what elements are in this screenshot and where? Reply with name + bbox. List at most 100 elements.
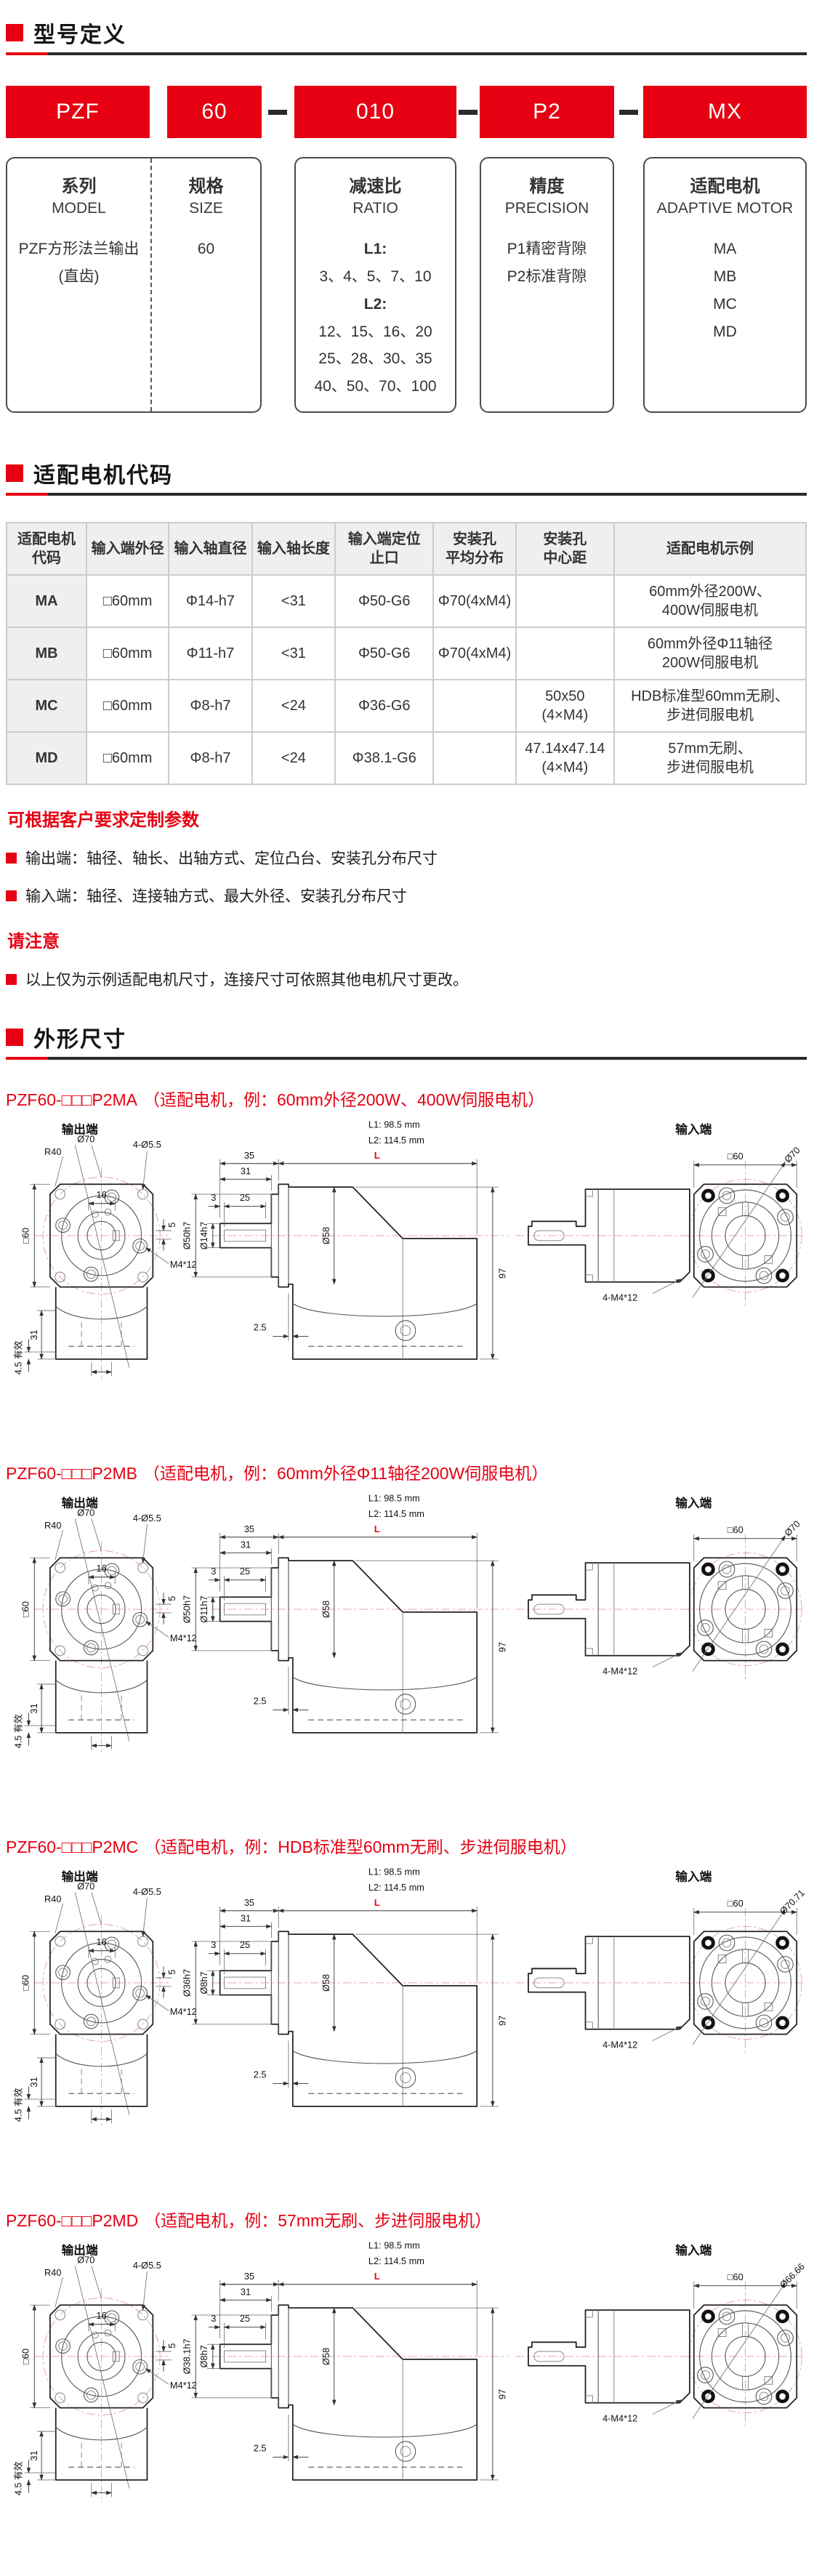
size-header: 规格 SIZE: [152, 172, 260, 218]
series-content: PZF方形法兰输出(直齿): [7, 236, 150, 291]
dim-16: 16: [97, 2310, 107, 2321]
dim-97: 97: [497, 2389, 508, 2399]
length-l2-label: L2: 114.5 mm: [368, 1508, 424, 1519]
length-l1-label: L1: 98.5 mm: [368, 1119, 420, 1130]
table-cell: 60mm外径200W、 400W伺服电机: [613, 574, 807, 628]
table-cell: [515, 627, 615, 680]
table-header-cell: 输入端外径: [85, 522, 170, 576]
dim-31-top: 31: [241, 1539, 251, 1550]
descriptor-line: 40、50、70、100: [314, 378, 437, 395]
dim-25: 25: [240, 2313, 250, 2324]
output-side-view: 35 L 31 3 25 Ø50h7: [181, 1150, 508, 1360]
dim-boss-diameter: Ø50h7: [181, 1595, 192, 1623]
table-cell: 47.14x47.14 (4×M4): [515, 731, 615, 785]
motor-mount-holes: [697, 2308, 794, 2405]
corner-radius-label: R40: [44, 2267, 61, 2278]
table-cell: Φ38.1-G6: [334, 731, 435, 785]
dim-97: 97: [497, 1268, 508, 1279]
dim-31-bottom: 31: [28, 1703, 39, 1713]
corner-radius-label: R40: [44, 1146, 61, 1157]
table-cell: Φ70(4xM4): [432, 574, 517, 628]
dim-2-5: 2.5: [254, 1322, 267, 1333]
motor-code-table-head: 适配电机 代码输入端外径输入轴直径输入轴长度输入端定位 止口安装孔 平均分布安装…: [6, 522, 807, 576]
corner-radius-label: R40: [44, 1520, 61, 1531]
output-side-view: 35 L 31 3 25 Ø36h7: [181, 1897, 508, 2107]
series-title: 系列: [61, 177, 97, 196]
length-l2-label: L2: 114.5 mm: [368, 2255, 424, 2266]
code-box-motor: MX: [643, 86, 807, 138]
section-title: 适配电机代码: [33, 464, 173, 488]
dimension-drawing: PZF60-□□□P2MD（适配电机，例：57mm无刷、步进伺服电机）: [6, 2207, 807, 2554]
table-header-cell: 输入轴长度: [251, 522, 337, 576]
output-taps-label: M4*12: [170, 2006, 197, 2017]
motor-mount-holes: [697, 1561, 794, 1658]
output-front-view: Ø70 R40 4-Ø5.5 M4*12 16 □60 5: [13, 1133, 197, 1377]
table-cell: <31: [251, 574, 337, 628]
dim-effective: 4.5 有效: [13, 2461, 24, 2495]
table-header-row: 适配电机 代码输入端外径输入轴直径输入轴长度输入端定位 止口安装孔 平均分布安装…: [6, 522, 807, 576]
dim-31-top: 31: [241, 1912, 251, 1923]
drawings-container: PZF60-□□□P2MA（适配电机，例：60mm外径200W、400W伺服电机…: [6, 1086, 807, 2554]
table-cell: Φ50-G6: [334, 627, 435, 680]
custom-param-item: 输入端：轴径、连接轴方式、最大外径、安装孔分布尺寸: [6, 885, 807, 906]
technical-drawing: 输出端 输入端 L1: 98.5 mm L2: 114.5 mm: [13, 2240, 805, 2503]
table-header-cell: 安装孔 中心距: [515, 522, 615, 576]
dim-shaft-diameter: Ø8h7: [198, 2345, 209, 2367]
dimension-drawing: PZF60-□□□P2MC（适配电机，例：HDB标准型60mm无刷、步进伺服电机…: [6, 1833, 807, 2181]
section-title: 外形尺寸: [33, 1028, 126, 1052]
dim-5: 5: [166, 2343, 177, 2348]
through-holes: [701, 2309, 789, 2404]
dim-L: L: [374, 1897, 380, 1908]
code-box-precision: P2: [480, 86, 614, 138]
through-holes: [701, 1936, 789, 2030]
precision-subtitle: PRECISION: [504, 200, 589, 217]
through-holes: [701, 1188, 789, 1283]
table-header-cell: 适配电机 代码: [6, 522, 87, 576]
table-cell: Φ70(4xM4): [432, 627, 517, 680]
technical-drawing: 输出端 输入端 L1: 98.5 mm L2: 114.5 mm: [13, 1119, 805, 1382]
dim-2-5: 2.5: [254, 1696, 267, 1707]
through-holes: [701, 1562, 789, 1657]
output-side-view: 35 L 31 3 25 Ø50h7: [181, 1524, 508, 1734]
output-side-view: 35 L 31 3 25 Ø38.1h7: [181, 2271, 508, 2481]
table-cell: <24: [251, 731, 337, 785]
bullet-square-icon: [6, 890, 17, 901]
flange-holes-label: 4-Ø5.5: [133, 2260, 161, 2271]
dim-16: 16: [97, 1189, 107, 1200]
table-cell: □60mm: [85, 679, 170, 733]
input-diameter-label: Ø70: [782, 1145, 802, 1165]
section-rule: [6, 1057, 807, 1060]
dim-35: 35: [244, 1897, 254, 1908]
dim-shaft-diameter: Ø11h7: [198, 1595, 209, 1622]
size-subtitle: SIZE: [189, 200, 223, 217]
descriptor-line: 60: [197, 241, 215, 258]
size-title: 规格: [188, 177, 224, 196]
dim-boss-diameter: Ø50h7: [181, 1222, 192, 1249]
length-l2-label: L2: 114.5 mm: [368, 1135, 424, 1146]
output-end-label: 输出端: [62, 1869, 98, 1884]
dimension-drawing: PZF60-□□□P2MB（适配电机，例：60mm外径Φ11轴径200W伺服电机…: [6, 1460, 807, 1807]
table-header-cell: 输入端定位 止口: [334, 522, 435, 576]
dim-5: 5: [166, 1223, 177, 1228]
input-end-label: 输入端: [675, 2243, 712, 2258]
dim-input-square: □60: [728, 1524, 744, 1535]
dim-25: 25: [240, 1566, 250, 1577]
drawing-model: PZF60-□□□P2MC: [6, 1838, 139, 1856]
custom-params-title: 可根据客户要求定制参数: [7, 810, 199, 830]
m4-tap-holes: [55, 1189, 148, 1282]
code-box-size: 60: [167, 86, 262, 138]
dim-3: 3: [211, 1192, 216, 1203]
flange-holes-label: 4-Ø5.5: [133, 1886, 161, 1897]
table-cell: □60mm: [85, 731, 170, 785]
motor-mount-holes: [697, 1934, 794, 2032]
input-side-view: 4-M4*12: [528, 1188, 690, 1303]
bolt-circle-label: Ø70: [77, 1507, 94, 1518]
dim-L: L: [374, 2271, 380, 2282]
